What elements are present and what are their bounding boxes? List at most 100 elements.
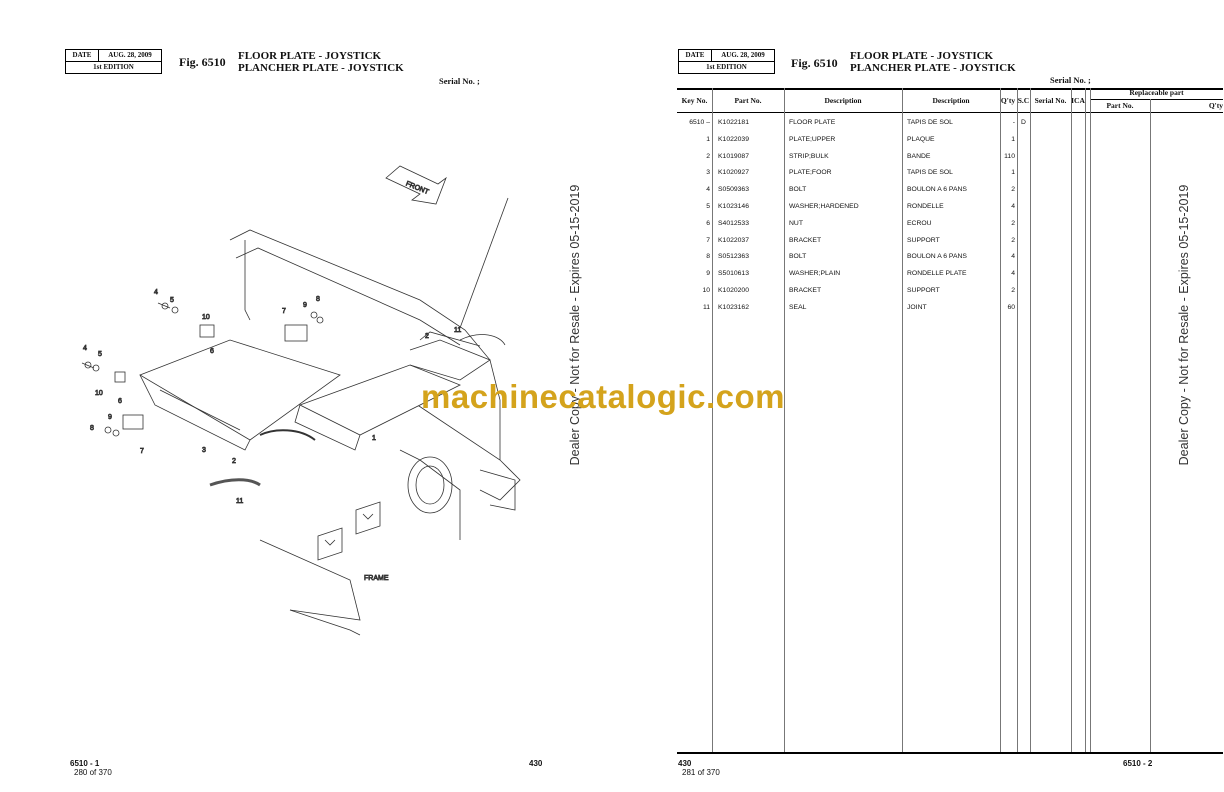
footer-pages-right: 281 of 370 xyxy=(682,768,720,777)
cell-key-no: 6 xyxy=(706,219,710,227)
cell-key-no: 11 xyxy=(702,303,710,311)
cell-description-en: NUT xyxy=(789,219,803,227)
cell-qty: 2 xyxy=(1011,186,1015,194)
cell-description-en: BRACKET xyxy=(789,287,822,294)
serial-number: Serial No. ; xyxy=(439,76,480,86)
cell-part-no: K1022037 xyxy=(718,236,749,244)
callout-5b: 5 xyxy=(98,351,102,358)
cell-part-no: S0512363 xyxy=(718,253,749,261)
cell-description-en: BOLT xyxy=(789,253,807,261)
front-arrow: FRONT xyxy=(385,165,447,205)
header-part-no: Part No. xyxy=(734,96,762,105)
callout-1: 1 xyxy=(372,435,376,442)
date-box-left: DATE AUG. 28, 2009 1st EDITION xyxy=(65,49,162,74)
cell-qty: 60 xyxy=(1007,303,1015,311)
cell-qty: 2 xyxy=(1011,236,1015,244)
cell-part-no: S5010613 xyxy=(718,270,749,278)
cell-description-fr: BOULON A 6 PANS xyxy=(907,186,967,194)
watermark-vertical-center: Dealer Copy - Not for Resale - Expires 0… xyxy=(568,184,582,466)
cell-description-fr: RONDELLE xyxy=(907,203,944,210)
cell-qty: 110 xyxy=(1004,152,1015,160)
figure-number: Fig. 6510 xyxy=(179,55,226,69)
frame-label: FRAME xyxy=(364,575,389,582)
callout-8: 8 xyxy=(316,296,320,303)
cell-part-no: S4012533 xyxy=(718,219,749,227)
brand-watermark: machinecatalogic.com xyxy=(421,378,785,415)
date-value: AUG. 28, 2009 xyxy=(108,51,152,59)
cell-description-en: PLATE;FOOR xyxy=(789,169,832,177)
header-qty: Q'ty xyxy=(1000,96,1016,105)
cell-description-fr: RONDELLE PLATE xyxy=(907,270,967,278)
header-replaceable-part: Replaceable part xyxy=(1129,88,1184,97)
figure-number: Fig. 6510 xyxy=(791,56,838,70)
header-ica: ICA xyxy=(1071,96,1085,105)
title-english: FLOOR PLATE - JOYSTICK xyxy=(850,50,994,62)
cell-part-no: S0509363 xyxy=(718,186,749,194)
date-label: DATE xyxy=(66,50,99,61)
serial-number: Serial No. ; xyxy=(1050,75,1091,85)
cell-description-en: BOLT xyxy=(789,186,807,194)
header-sc: S.C xyxy=(1017,96,1030,105)
cell-qty: 4 xyxy=(1011,203,1015,210)
cell-key-no: 1 xyxy=(706,135,710,143)
header-replaceable-qty: Q'ty xyxy=(1208,101,1223,110)
callout-2b: 2 xyxy=(232,458,236,465)
figure-title: FLOOR PLATE - JOYSTICK PLANCHER PLATE - … xyxy=(850,50,1016,74)
header-description-fr: Description xyxy=(932,96,970,105)
cell-description-fr: ECROU xyxy=(907,219,932,227)
cell-key-no: 5 xyxy=(706,203,710,210)
bushings xyxy=(317,501,381,561)
callout-11b: 11 xyxy=(236,498,243,505)
cell-description-fr: JOINT xyxy=(907,303,927,311)
cell-part-no: K1023162 xyxy=(718,303,749,311)
cell-description-fr: BOULON A 6 PANS xyxy=(907,253,967,261)
callout-7: 7 xyxy=(282,308,286,315)
footer-page-number-right: 430 xyxy=(678,759,692,768)
cell-description-fr: TAPIS DE SOL xyxy=(907,119,953,126)
cell-description-en: WASHER;PLAIN xyxy=(789,270,841,278)
cell-description-en: PLATE;UPPER xyxy=(789,135,836,143)
brackets xyxy=(81,302,324,437)
callout-7b: 7 xyxy=(140,448,144,455)
edition-label: 1st EDITION xyxy=(706,63,747,71)
cell-part-no: K1023146 xyxy=(718,203,749,210)
cell-key-no: 2 xyxy=(706,152,710,160)
callout-10: 10 xyxy=(202,314,210,321)
cell-part-no: K1019087 xyxy=(718,152,749,160)
left-page: DATE AUG. 28, 2009 1st EDITION Fig. 6510… xyxy=(65,49,543,777)
cell-key-no: 6510 – xyxy=(689,119,710,126)
callout-9b: 9 xyxy=(108,414,112,421)
upper-plate xyxy=(294,331,491,451)
edition-label: 1st EDITION xyxy=(93,63,134,71)
cell-part-no: K1022181 xyxy=(718,119,749,126)
cell-description-en: BRACKET xyxy=(789,236,822,244)
footer-code-left: 6510 - 1 xyxy=(70,759,100,768)
date-label: DATE xyxy=(679,50,712,61)
cell-description-en: WASHER;HARDENED xyxy=(789,203,859,210)
cell-key-no: 4 xyxy=(706,186,710,194)
figure-title: FLOOR PLATE - JOYSTICK PLANCHER PLATE - … xyxy=(238,50,404,74)
callout-11: 11 xyxy=(454,327,461,334)
header-serial-no: Serial No. xyxy=(1034,96,1067,105)
right-page: DATE AUG. 28, 2009 1st EDITION Fig. 6510… xyxy=(612,0,1224,792)
watermark-vertical-right: Dealer Copy - Not for Resale - Expires 0… xyxy=(1177,184,1191,466)
header-replaceable-part-no: Part No. xyxy=(1106,101,1134,110)
cell-description-en: STRIP;BULK xyxy=(789,152,829,160)
footer-code-right: 6510 - 2 xyxy=(1123,759,1153,768)
title-french: PLANCHER PLATE - JOYSTICK xyxy=(238,62,404,74)
floor-plate xyxy=(139,339,341,451)
cell-part-no: K1022039 xyxy=(718,135,749,143)
cell-qty: 1 xyxy=(1011,135,1015,143)
cell-qty: - xyxy=(1012,119,1015,126)
footer-page-number-left: 430 xyxy=(529,759,543,768)
footer-pages-left: 280 of 370 xyxy=(74,768,112,777)
header-key-no: Key No. xyxy=(681,96,708,105)
callout-6b: 6 xyxy=(118,398,122,405)
cell-qty: 1 xyxy=(1011,169,1015,177)
cell-sc: D xyxy=(1021,119,1026,126)
date-value: AUG. 28, 2009 xyxy=(721,51,765,59)
leader-line xyxy=(459,197,509,329)
cell-part-no: K1020200 xyxy=(718,287,749,294)
cell-qty: 4 xyxy=(1011,253,1015,261)
cell-part-no: K1020927 xyxy=(718,169,749,177)
